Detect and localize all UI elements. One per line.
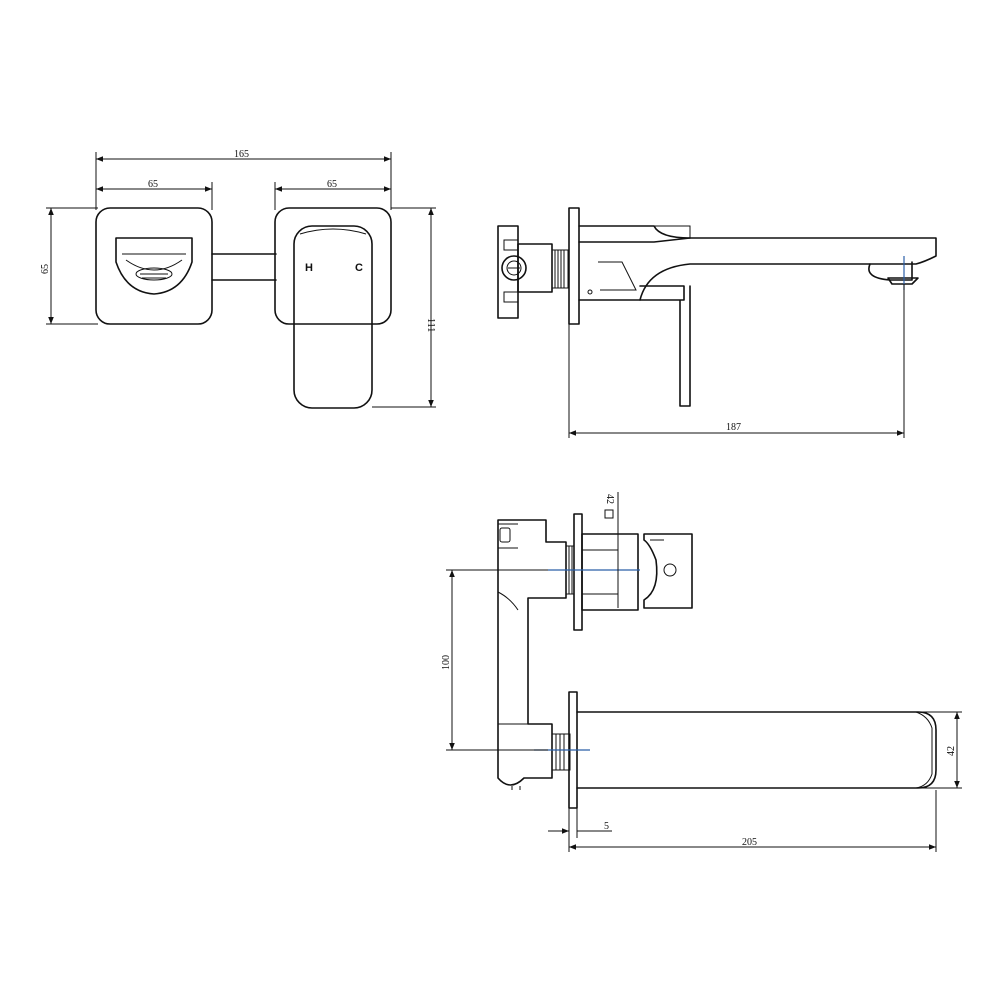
dim-top-offset: 42 [604, 492, 619, 608]
dim-plate-height: 65 [40, 207, 98, 325]
aerator [135, 267, 173, 281]
svg-text:42: 42 [946, 746, 957, 756]
spout-outlet [115, 237, 193, 295]
cold-mark: C [355, 262, 363, 274]
spout-cover-plate [95, 207, 213, 325]
dim-plate-thickness: 5 [548, 808, 612, 852]
dim-spout-height: 42 [920, 711, 962, 789]
dim-handle-plate-width: 65 [274, 179, 391, 210]
plan-handle-plate [573, 513, 583, 631]
side-port [501, 255, 527, 281]
dim-side-projection: 187 [568, 284, 905, 438]
svg-text:65: 65 [40, 264, 51, 274]
dim-handle-total-height: 111 [372, 207, 436, 408]
plan-view: 42 100 42 5 205 [441, 492, 962, 852]
dim-front-total-width: 165 [95, 149, 392, 210]
svg-text:65: 65 [327, 179, 337, 190]
svg-text:100: 100 [441, 655, 452, 670]
svg-text:187: 187 [726, 422, 741, 433]
side-lever [639, 285, 691, 407]
front-view: H C 165 65 65 65 [40, 149, 436, 409]
svg-text:111: 111 [425, 318, 436, 332]
side-spout [578, 225, 937, 281]
svg-text:65: 65 [148, 179, 158, 190]
handle-cover-plate [274, 207, 392, 325]
plan-handle [643, 533, 693, 609]
side-wall-plate [568, 207, 580, 325]
connecting-bar [211, 253, 277, 281]
dim-spout-plate-width: 65 [96, 179, 213, 210]
plan-spout [576, 711, 937, 789]
dim-spout-projection: 205 [569, 790, 937, 852]
svg-text:165: 165 [234, 149, 249, 160]
svg-text:42: 42 [604, 494, 615, 504]
svg-text:5: 5 [604, 821, 609, 832]
side-view: 187 [497, 207, 937, 438]
hot-mark: H [305, 262, 313, 274]
dim-inlet-spacing: 100 [441, 569, 548, 751]
svg-text:205: 205 [742, 837, 757, 848]
lever-handle [293, 225, 373, 409]
